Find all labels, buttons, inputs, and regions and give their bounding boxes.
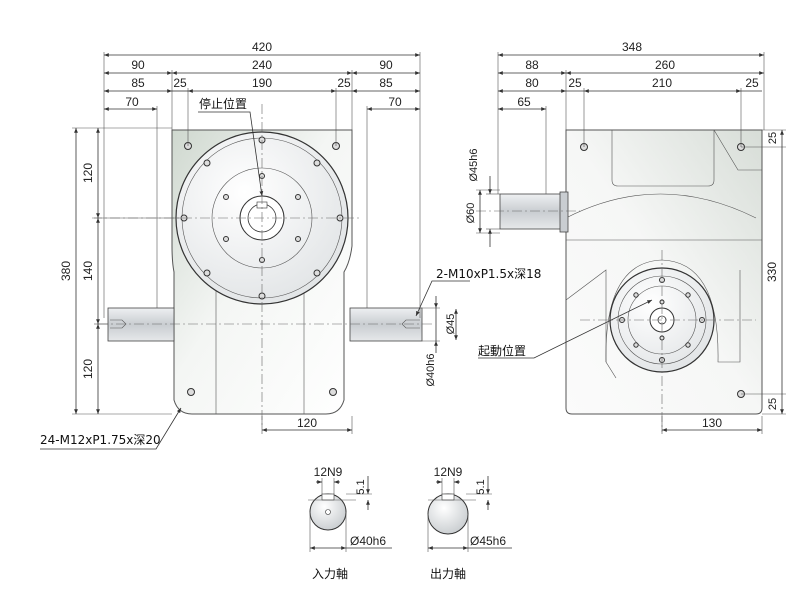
side-top-bevel — [713, 129, 762, 171]
input-diameter-label: Ø40h6 — [350, 534, 386, 548]
bolt-hole — [295, 194, 301, 200]
bolt-hole — [223, 236, 229, 242]
label-tap-bottom: 24-M12xP1.75x深20 — [40, 433, 161, 447]
bolt-hole — [633, 342, 639, 348]
input-shaft-center — [325, 509, 331, 515]
label-tap-side: 2-M10xP1.5x深18 — [436, 267, 541, 281]
dim-side-bottom-130: 130 — [702, 416, 722, 430]
dim-side-right: 90 — [379, 58, 393, 72]
dim-bottom-120: 120 — [297, 416, 317, 430]
dim-side-mid-260: 260 — [655, 58, 675, 72]
dim-side-height-330: 330 — [765, 262, 779, 282]
dim-side-phi45h6: Ø45h6 — [468, 148, 480, 181]
front-view: 420 90 240 90 85 25 190 25 85 70 70 380 … — [40, 40, 541, 450]
dim-side-right-25: 25 — [745, 76, 759, 90]
dim-left-25: 25 — [173, 76, 187, 90]
dim-side-overall-width: 348 — [622, 40, 642, 54]
input-key-label: 12N9 — [314, 465, 343, 479]
bolt-hole — [187, 388, 195, 396]
output-shaft-section: 12N9 5.1 Ø45h6 出力軸 — [427, 465, 512, 581]
bolt-hole — [313, 159, 321, 167]
side-leaders — [478, 299, 653, 359]
dim-overall-width: 420 — [252, 40, 272, 54]
bolt-hole — [203, 159, 211, 167]
dim-phi45: Ø45 — [445, 314, 457, 335]
shaft-tap-hole — [401, 319, 420, 329]
dim-upper-120: 120 — [81, 163, 95, 183]
input-shaft-section: 12N9 5.1 Ø40h6 入力軸 — [308, 465, 392, 581]
bolt-hole — [633, 292, 639, 298]
dim-side-phi60: Ø60 — [465, 203, 477, 224]
bolt-hole — [203, 269, 211, 277]
dim-lower-120: 120 — [81, 359, 95, 379]
dim-left-85: 85 — [131, 76, 145, 90]
input-depth-label: 5.1 — [355, 479, 367, 494]
dim-side-left-65: 65 — [517, 95, 531, 109]
side-arc — [565, 193, 757, 219]
dim-mid-240: 240 — [252, 58, 272, 72]
bolt-hole — [329, 388, 337, 396]
dim-phi40h6: Ø40h6 — [425, 353, 437, 386]
front-dimension-lines — [74, 53, 458, 432]
dim-mid-190: 190 — [252, 76, 272, 90]
dim-side-left: 90 — [131, 58, 145, 72]
dim-side-mid-210: 210 — [652, 76, 672, 90]
output-diameter-label: Ø45h6 — [470, 534, 506, 548]
dim-side-bottom-25: 25 — [767, 398, 779, 410]
dim-side-top-25: 25 — [767, 132, 779, 144]
bolt-hole — [295, 236, 301, 242]
dim-middle-140: 140 — [81, 261, 95, 281]
output-shaft — [499, 193, 563, 230]
dim-side-left-88: 88 — [525, 58, 539, 72]
dim-right-25: 25 — [337, 76, 351, 90]
front-leaders — [40, 111, 470, 450]
label-start-position: 起動位置 — [478, 343, 526, 358]
dim-side-left-25: 25 — [568, 76, 582, 90]
bolt-hole — [223, 194, 229, 200]
output-key-label: 12N9 — [434, 465, 463, 479]
dim-left-70: 70 — [125, 95, 139, 109]
input-shaft-right — [349, 307, 423, 342]
dim-height-380: 380 — [59, 261, 73, 281]
housing-bolts — [184, 142, 340, 396]
output-shaft-collar — [559, 191, 569, 233]
input-section-dims — [310, 476, 392, 550]
output-section-extensions — [427, 478, 492, 552]
dim-right-70: 70 — [388, 95, 402, 109]
output-shaft-caption: 出力軸 — [430, 567, 466, 581]
output-section-dims — [428, 476, 512, 550]
side-lower-bevel — [565, 269, 617, 379]
input-shaft-left — [107, 307, 175, 342]
side-view: 348 88 260 80 25 210 25 65 Ø45h6 Ø60 330… — [465, 40, 786, 434]
label-stop-position: 停止位置 — [199, 96, 247, 111]
side-dimension-lines — [478, 53, 784, 432]
dim-side-left-80: 80 — [525, 76, 539, 90]
input-shaft-caption: 入力軸 — [312, 567, 348, 581]
input-section-extensions — [308, 478, 372, 552]
input-keyway — [321, 493, 335, 501]
front-extension-lines — [72, 52, 440, 434]
output-depth-label: 5.1 — [475, 479, 487, 494]
output-keyway — [441, 493, 455, 501]
dim-right-85: 85 — [379, 76, 393, 90]
bolt-hole — [685, 342, 691, 348]
bolt-hole — [313, 269, 321, 277]
bolt-hole — [685, 292, 691, 298]
side-top-recess — [611, 130, 715, 187]
